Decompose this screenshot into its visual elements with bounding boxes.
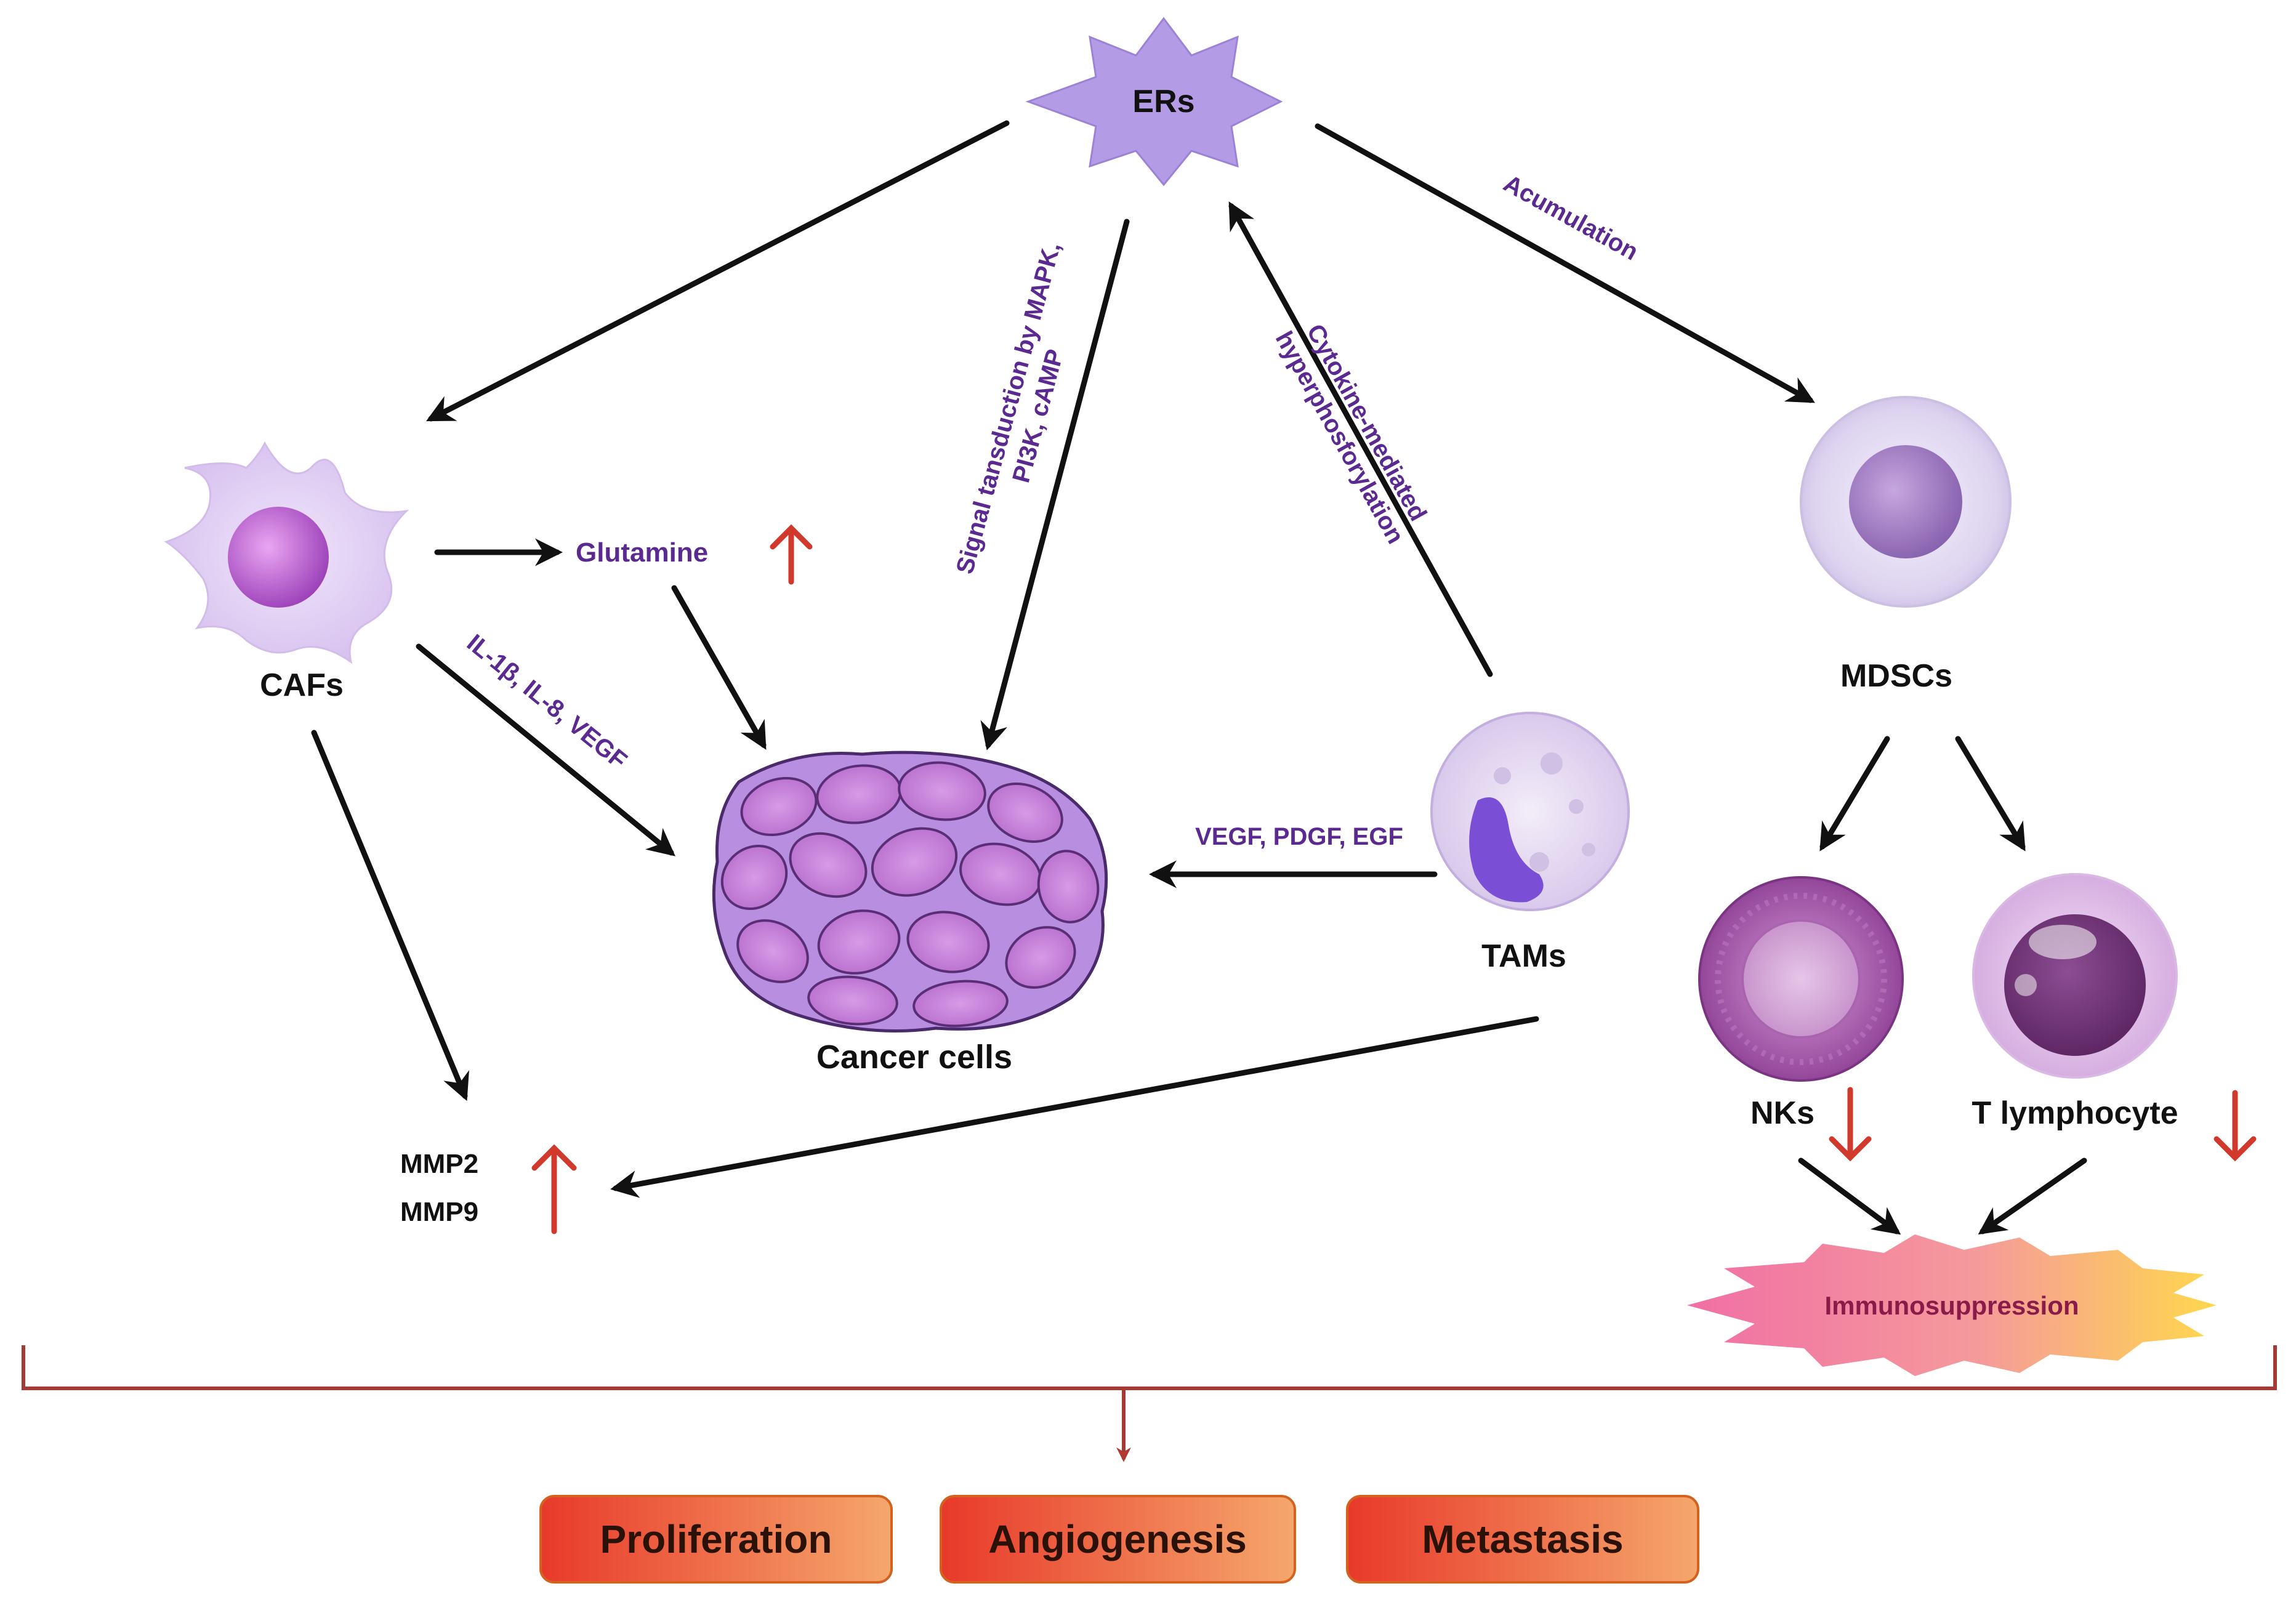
- outcome-bracket: [22, 1345, 2277, 1462]
- mmp-up-arrow: [531, 1144, 577, 1234]
- outcomes: Proliferation Angiogenesis Metastasis: [539, 1495, 1699, 1584]
- cancer-cells-node: Cancer cells: [712, 751, 1108, 1076]
- mdscs-label: MDSCs: [1840, 658, 1952, 694]
- outcome-proliferation: Proliferation: [539, 1495, 893, 1584]
- bracket-line: [22, 1345, 2277, 1390]
- nks-down-arrow: [1829, 1087, 1872, 1162]
- arrow-nks-to-immuno: [1798, 1157, 1901, 1235]
- arrow-tams-to-ers: [1228, 201, 1493, 677]
- arrow-ers-to-cancer: [980, 219, 1130, 751]
- arrow-cafs-to-mmp: [311, 730, 469, 1101]
- glutamine-label: Glutamine: [576, 537, 708, 568]
- mmp9-label: MMP9: [400, 1197, 478, 1227]
- mmp-node: MMP2 MMP9: [400, 1144, 577, 1234]
- arrow-tams-to-mmp: [610, 1016, 1539, 1198]
- arrow-mdscs-to-nks: [1819, 736, 1890, 851]
- mdscs-node: MDSCs: [1800, 396, 2012, 694]
- tams-node: TAMs: [1430, 712, 1630, 974]
- outcome-angiogenesis: Angiogenesis: [940, 1495, 1296, 1584]
- outcome-metastasis-label: Metastasis: [1422, 1517, 1623, 1561]
- immunosuppression-burst: [1687, 1234, 2217, 1376]
- arrows: [311, 120, 2087, 1235]
- immunosuppression-label: Immunosuppression: [1824, 1291, 2079, 1320]
- cafs-label: CAFs: [260, 667, 344, 703]
- t-lymphocyte-node: T lymphocyte: [1972, 873, 2257, 1162]
- ers-node: ERs: [1025, 17, 1283, 187]
- immunosuppression-node: Immunosuppression: [1687, 1234, 2217, 1376]
- arrow-glutamine-to-cancer: [671, 585, 767, 750]
- arrow-mdscs-to-t: [1955, 736, 2026, 851]
- t-lymphocyte-label: T lymphocyte: [1972, 1095, 2178, 1131]
- outcome-metastasis: Metastasis: [1346, 1495, 1699, 1584]
- mmp2-label: MMP2: [400, 1149, 478, 1179]
- cancer-cell-units: [720, 761, 1100, 1028]
- cafs-node: CAFs: [164, 441, 409, 703]
- arrow-t-to-immuno: [1978, 1157, 2087, 1235]
- tam-nucleus: [1469, 797, 1544, 903]
- tams-label: TAMs: [1481, 938, 1566, 974]
- glutamine-up-arrow: [770, 524, 813, 585]
- arrow-ers-to-mdscs: [1315, 123, 1815, 403]
- nks-label: NKs: [1750, 1095, 1815, 1131]
- glutamine-node: Glutamine: [576, 524, 813, 585]
- caf-nucleus: [228, 507, 329, 608]
- nk-nucleus: [1741, 919, 1861, 1039]
- ers-label: ERs: [1132, 84, 1194, 119]
- t-lymphocyte-down-arrow: [2213, 1090, 2257, 1162]
- accumulation-label: Acumulation: [1499, 170, 1643, 266]
- outcome-angiogenesis-label: Angiogenesis: [988, 1517, 1247, 1561]
- nks-node: NKs: [1698, 876, 1904, 1162]
- mdsc-nucleus: [1849, 445, 1962, 558]
- tam-factors-label: VEGF, PDGF, EGF: [1195, 823, 1403, 850]
- cancer-cells-label: Cancer cells: [816, 1039, 1012, 1076]
- outcome-proliferation-label: Proliferation: [600, 1517, 832, 1561]
- arrow-cafs-to-cancer: [416, 643, 675, 856]
- arrow-ers-to-cafs: [425, 120, 1010, 422]
- ers-star-shape: [1025, 17, 1283, 187]
